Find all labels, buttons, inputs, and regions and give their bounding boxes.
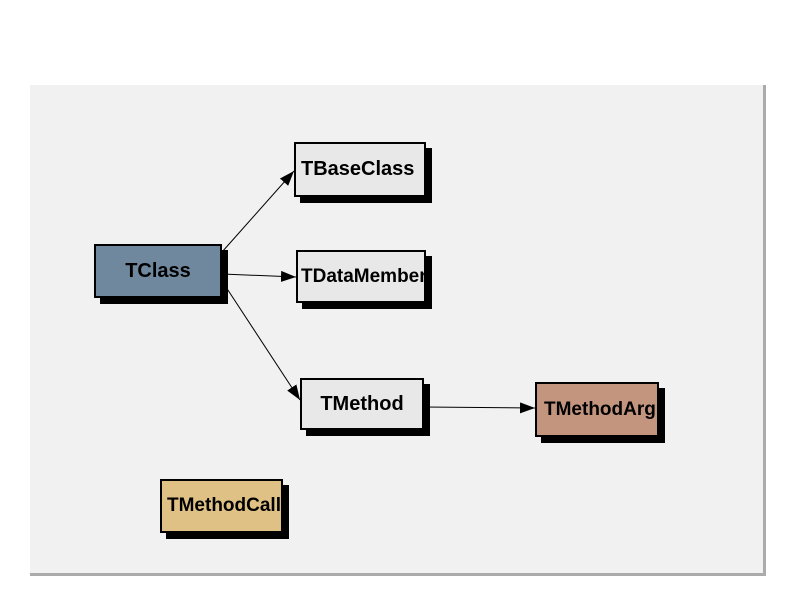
node-tdatamember[interactable]: TDataMember — [296, 250, 426, 303]
node-tclass[interactable]: TClass — [94, 244, 222, 298]
node-tmethodcall-label: TMethodCall — [167, 495, 281, 516]
node-tbaseclass-label: TBaseClass — [301, 158, 415, 180]
node-tmethodarg[interactable]: TMethodArg — [535, 382, 659, 437]
node-tmethodcall[interactable]: TMethodCall — [160, 479, 283, 533]
node-tmethod-label: TMethod — [320, 392, 404, 415]
node-tclass-label: TClass — [125, 259, 191, 282]
node-tmethodarg-label: TMethodArg — [544, 398, 656, 420]
node-tmethod[interactable]: TMethod — [300, 378, 424, 430]
node-tdatamember-label: TDataMember — [301, 265, 426, 287]
node-tbaseclass[interactable]: TBaseClass — [294, 142, 426, 197]
